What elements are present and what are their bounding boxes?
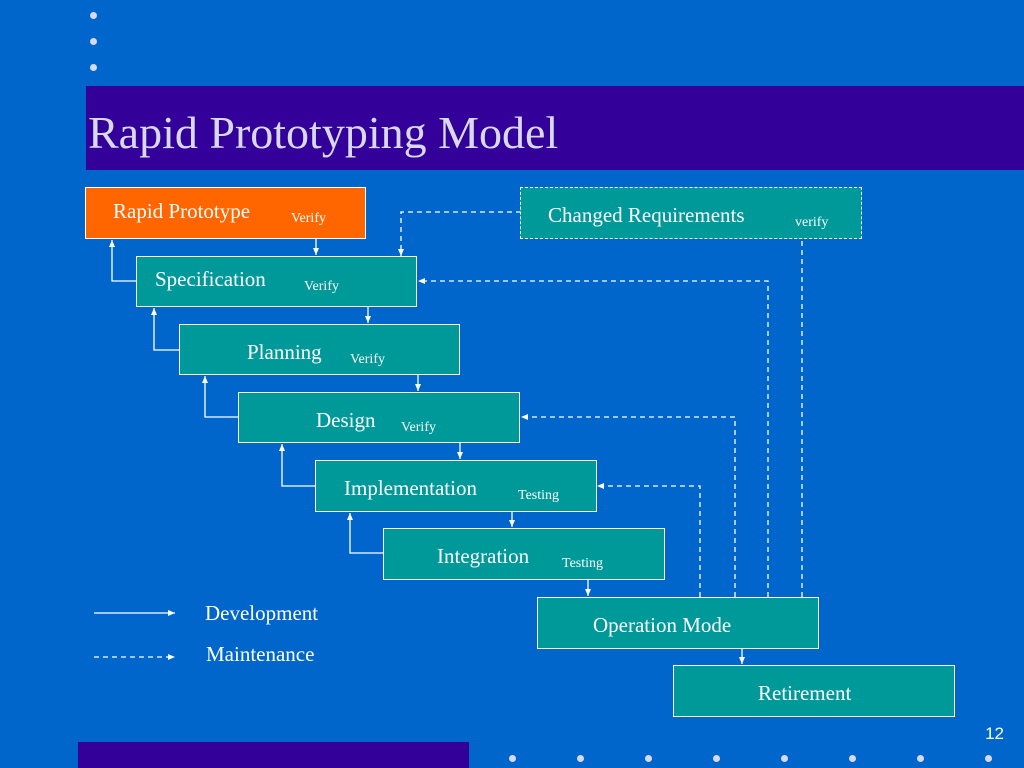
integration-box: Integration Testing [383,528,665,580]
planning-label: Planning [247,340,322,364]
feedback-implementation-to-design [279,444,316,487]
feedback-specification-to-prototype [109,240,137,282]
slide-title: Rapid Prototyping Model [88,107,559,158]
decorative-dot [917,755,924,762]
decorative-dot [645,755,652,762]
decorative-dot [577,755,584,762]
decorative-dot [509,755,516,762]
operation-mode-label: Operation Mode [593,613,732,637]
design-note: Verify [401,420,436,435]
changed-requirements-note: verify [795,215,829,230]
retirement-label: Retirement [758,681,852,705]
design-box: Design Verify [238,392,520,443]
feedback-design-to-planning [202,376,239,418]
implementation-label: Implementation [344,476,477,500]
decorative-dot [849,755,856,762]
legend-development-label: Development [205,601,319,625]
footer-band [78,742,469,768]
implementation-note: Testing [518,488,560,503]
maintenance-operation-to-implementation [597,483,701,597]
decorative-dot [90,12,97,19]
decorative-dot [713,755,720,762]
decorative-dot [985,755,992,762]
decorative-dot [781,755,788,762]
maintenance-changed-requirements-to-specification [398,211,521,256]
implementation-box: Implementation Testing [315,460,597,512]
decorative-dot [90,64,97,71]
changed-requirements-label: Changed Requirements [548,203,745,227]
rapid-prototype-box: Rapid Prototype Verify [85,187,366,239]
feedback-planning-to-specification [151,308,180,351]
planning-box: Planning Verify [179,324,460,375]
decorative-dot [90,38,97,45]
operation-mode-box: Operation Mode [537,597,819,649]
changed-requirements-box: Changed Requirements verify [520,187,862,239]
rapid-prototype-note: Verify [291,211,326,226]
rapid-prototype-label: Rapid Prototype [113,199,251,223]
feedback-integration-to-implementation [347,513,384,554]
retirement-box: Retirement [673,665,955,717]
slide-number: 12 [985,724,1004,743]
specification-box: Specification Verify [136,256,417,307]
maintenance-operation-to-specification [418,278,769,597]
integration-label: Integration [437,544,530,568]
specification-note: Verify [304,279,339,294]
specification-label: Specification [155,267,266,291]
legend-maintenance-label: Maintenance [206,642,315,666]
integration-note: Testing [562,556,604,571]
title-band [86,86,1024,170]
planning-note: Verify [350,352,385,367]
design-label: Design [316,408,376,432]
maintenance-operation-to-design [521,414,736,597]
